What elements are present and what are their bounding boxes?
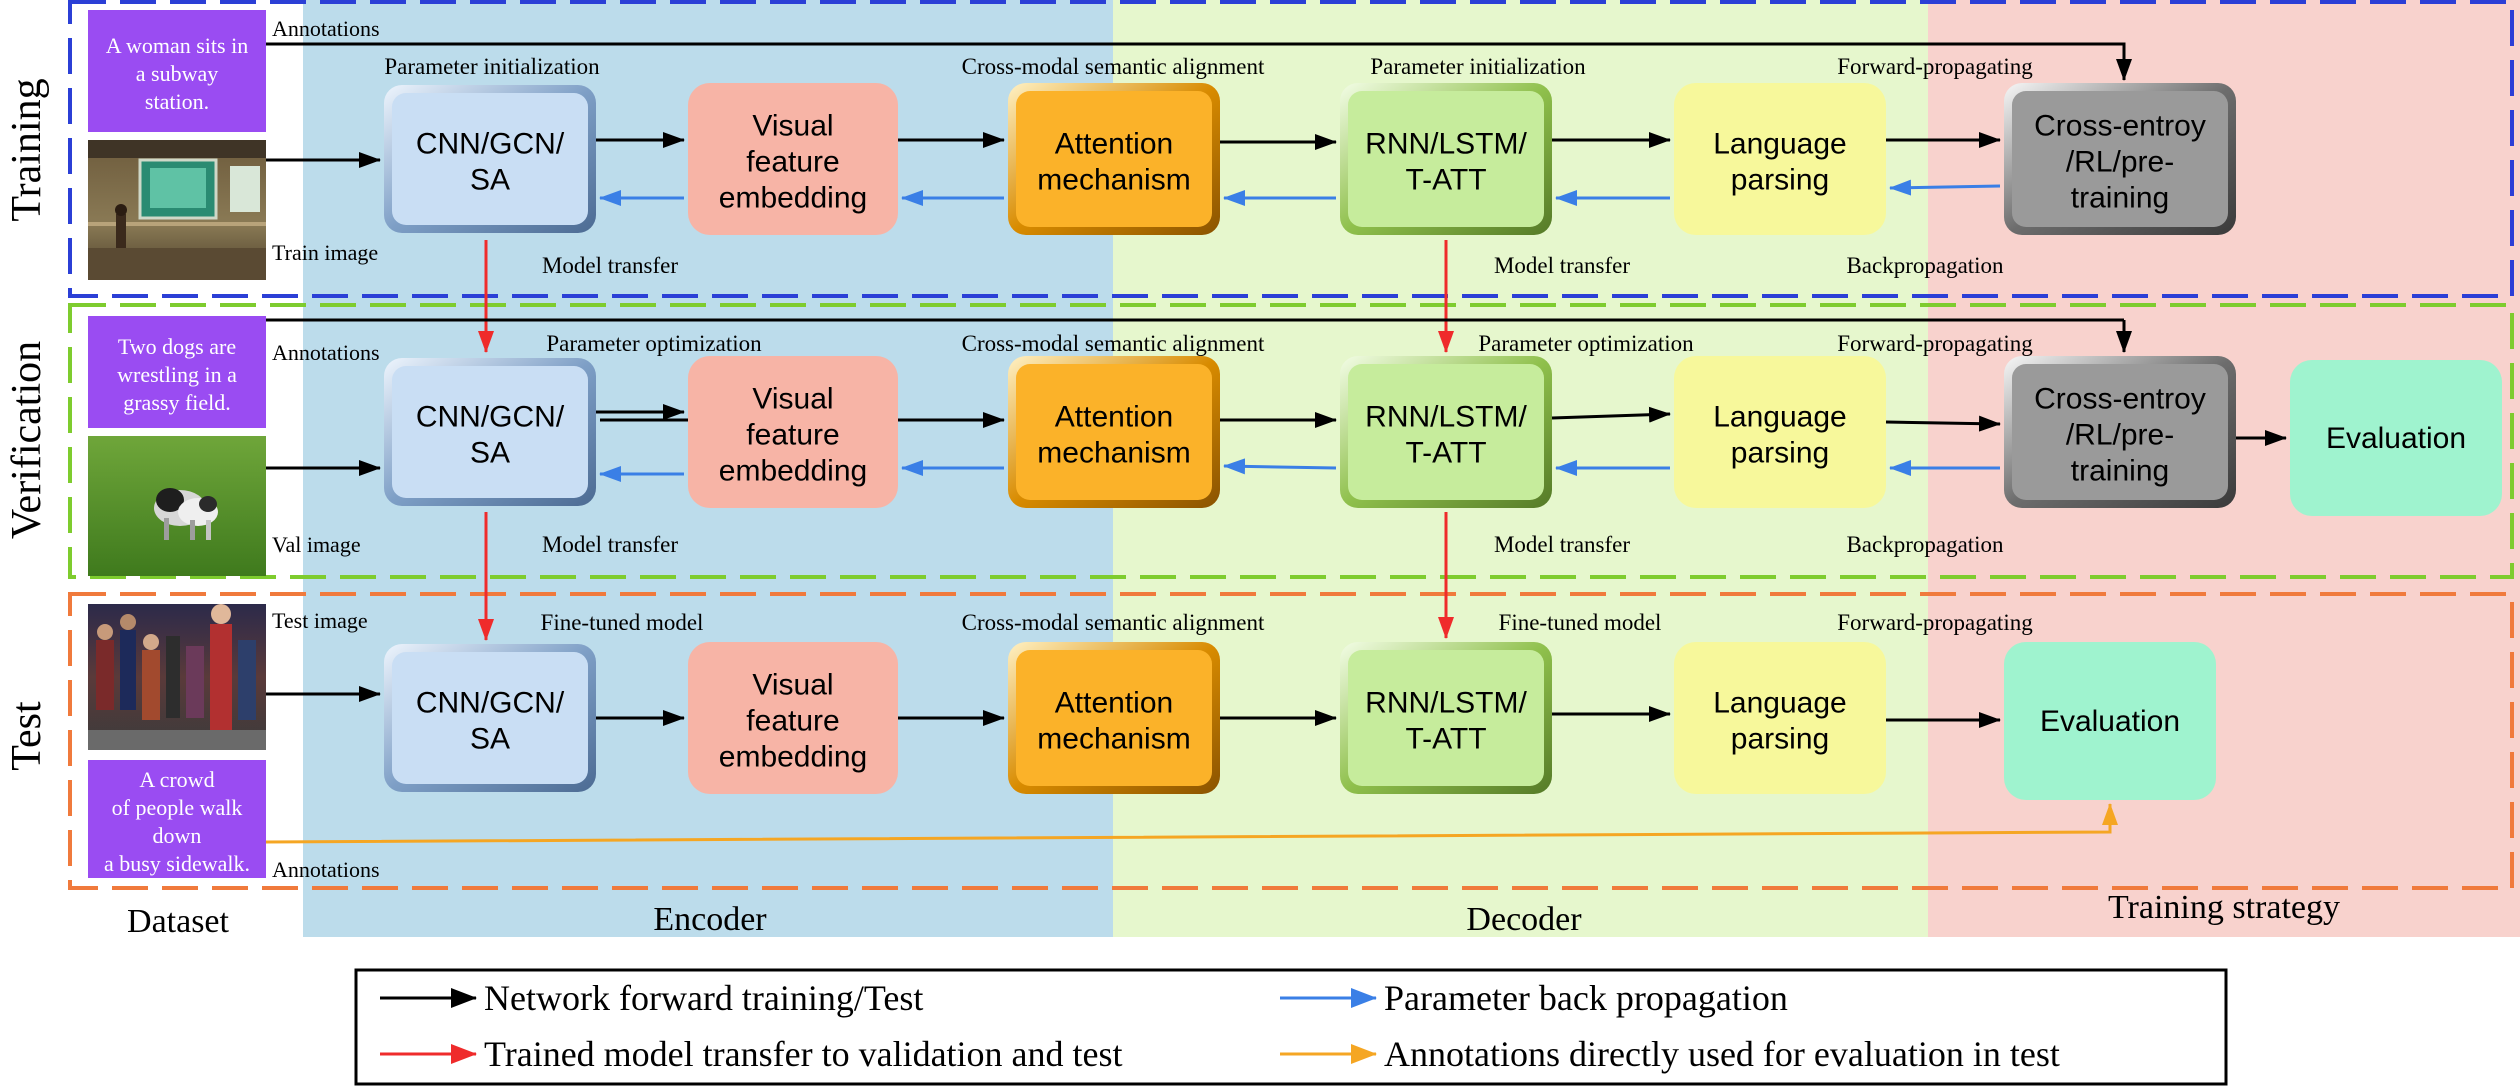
dataset-label: Dataset <box>127 903 230 940</box>
training-forward-caption: Forward-propagating <box>1837 54 2033 79</box>
verification-cnn-label: CNN/GCN/SA <box>416 401 565 470</box>
training-rnn-transfer-caption: Model transfer <box>1494 253 1630 278</box>
stage-label-verification: Verification <box>4 341 50 539</box>
verification-annotation-box <box>88 316 266 428</box>
training-annotations-label: Annotations <box>272 16 380 41</box>
test-evaluation-label: Evaluation <box>2040 705 2180 738</box>
verification-cnn-caption: Parameter optimization <box>546 331 762 356</box>
verification-evaluation-box <box>2290 360 2502 516</box>
legend-annotations-label: Annotations directly used for evaluation… <box>1384 1034 2060 1074</box>
test-image <box>88 604 266 750</box>
verification-rnn-label: RNN/LSTM/T-ATT <box>1365 401 1527 470</box>
training-cnn-box <box>384 85 596 233</box>
verification-visual-box <box>688 356 898 508</box>
encoder-label: Encoder <box>653 901 767 938</box>
training-rnn-caption: Parameter initialization <box>1370 54 1586 79</box>
training-alignment-caption: Cross-modal semantic alignment <box>962 54 1265 79</box>
verification-cross-label: Cross-entroy/RL/pre-training <box>2034 383 2206 488</box>
legend-transfer-label: Trained model transfer to validation and… <box>484 1034 1123 1074</box>
verification-frame <box>68 303 2514 579</box>
training-attention-box <box>1008 83 1220 235</box>
verification-cnn-transfer-caption: Model transfer <box>542 532 678 557</box>
training-language-box <box>1674 83 1886 235</box>
training-rnn-box <box>1340 83 1552 235</box>
verification-image-label: Val image <box>272 532 361 557</box>
verification-evaluation-label: Evaluation <box>2326 422 2466 455</box>
legend-back-label: Parameter back propagation <box>1384 978 1788 1018</box>
verification-rnn-to-language-arrow <box>1551 406 1671 423</box>
training-cross-box <box>2004 83 2236 235</box>
training-annotation-to-cross-arrow <box>266 42 2132 81</box>
verification-image <box>88 436 266 576</box>
training-cross-to-language-back-arrow <box>1889 179 2001 196</box>
verification-alignment-caption: Cross-modal semantic alignment <box>962 331 1265 356</box>
test-forward-caption: Forward-propagating <box>1837 610 2033 635</box>
training-annotation-box <box>88 10 266 132</box>
stage-label-training: Training <box>4 78 50 221</box>
verification-language-box <box>1674 356 1886 508</box>
stage-label-test: Test <box>4 701 50 771</box>
test-evaluation-box <box>2004 642 2216 800</box>
verification-rnn-caption: Parameter optimization <box>1478 331 1694 356</box>
training-cnn-label: CNN/GCN/SA <box>416 128 565 197</box>
verification-rnn-to-attention-back-arrow <box>1223 458 1337 475</box>
test-rnn-caption: Fine-tuned model <box>1499 610 1662 635</box>
test-alignment-caption: Cross-modal semantic alignment <box>962 610 1265 635</box>
test-attention-box <box>1008 642 1220 794</box>
test-cnn-box <box>384 644 596 792</box>
verification-cnn-box <box>384 358 596 506</box>
verification-backprop-caption: Backpropagation <box>1846 532 2004 557</box>
training-rnn-label: RNN/LSTM/T-ATT <box>1365 128 1527 197</box>
verification-forward-caption: Forward-propagating <box>1837 331 2033 356</box>
training-strategy-label: Training strategy <box>2108 889 2340 926</box>
verification-rnn-box <box>1340 356 1552 508</box>
decoder-label: Decoder <box>1466 901 1582 938</box>
test-language-box <box>1674 642 1886 794</box>
verification-cross-box <box>2004 356 2236 508</box>
legend-forward-label: Network forward training/Test <box>484 978 923 1018</box>
training-backprop-caption: Backpropagation <box>1846 253 2004 278</box>
training-image <box>88 140 266 280</box>
verification-rnn-transfer-caption: Model transfer <box>1494 532 1630 557</box>
test-cnn-caption: Fine-tuned model <box>541 610 704 635</box>
test-annotation-box <box>88 760 266 878</box>
verification-language-to-cross-arrow <box>1885 415 2001 432</box>
test-annotations-label: Annotations <box>272 857 380 882</box>
test-visual-box <box>688 642 898 794</box>
training-cnn-transfer-caption: Model transfer <box>542 253 678 278</box>
test-annotation-to-evaluation-arrow <box>265 803 2118 844</box>
legend-box <box>354 968 2228 1086</box>
training-image-label: Train image <box>272 240 378 265</box>
test-frame <box>68 592 2514 890</box>
test-image-label: Test image <box>272 608 368 633</box>
test-cnn-label: CNN/GCN/SA <box>416 687 565 756</box>
verification-attention-box <box>1008 356 1220 508</box>
training-frame <box>68 0 2514 298</box>
test-rnn-box <box>1340 642 1552 794</box>
verification-annotations-label: Annotations <box>272 340 380 365</box>
training-cnn-caption: Parameter initialization <box>384 54 600 79</box>
test-rnn-label: RNN/LSTM/T-ATT <box>1365 687 1527 756</box>
training-visual-box <box>688 83 898 235</box>
training-cross-label: Cross-entroy/RL/pre-training <box>2034 110 2206 215</box>
